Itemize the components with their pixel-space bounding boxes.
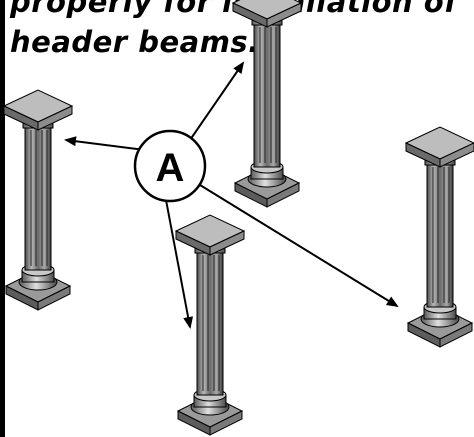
- arrow-to-right-column: [199, 184, 399, 308]
- arrow-to-front-column: [165, 199, 194, 329]
- callout-a: A: [133, 129, 207, 203]
- left-border: [0, 0, 5, 437]
- column-right: [405, 126, 474, 348]
- column-left: [3, 89, 73, 311]
- callout-arrows: [64, 61, 399, 329]
- column-front: [175, 214, 245, 436]
- caption-line-2: header beams.: [10, 25, 260, 59]
- arrow-to-left-column: [64, 136, 146, 151]
- callout-circle: [133, 129, 207, 203]
- callout-label: A: [156, 146, 185, 190]
- arrow-to-back-column: [189, 61, 245, 141]
- column-back: [232, 0, 302, 208]
